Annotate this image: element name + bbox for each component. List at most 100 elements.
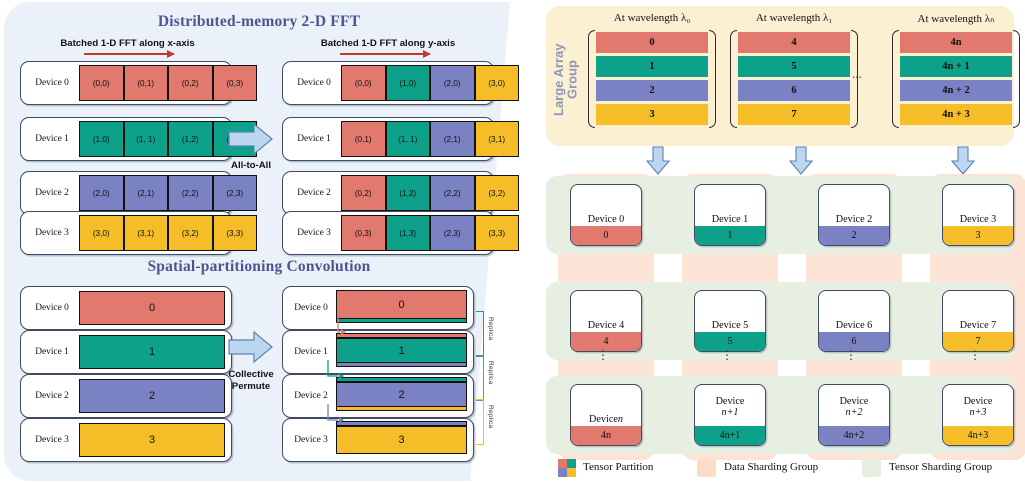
fft-cell: (2,3) [212,175,257,211]
wavelength-ellipsis: ... [852,66,862,81]
conv-halo-bottom [336,318,467,323]
fft-section-title: Distributed-memory 2-D FFT [157,13,361,30]
fft-device-label: Device 0 [297,78,331,88]
tensor-partition-quadrant [567,468,576,477]
device-card-value: 0 [571,226,641,245]
legend-label-tensor-partition: Tensor Partition [583,461,654,473]
all-to-all-arrow-icon [228,122,274,161]
fft-cell-row: (2,0)(2,1)(2,2)(2,3) [79,175,257,211]
fft-cell-row: (0,0)(1,0)(2,0)(3,0) [341,65,519,101]
collective-permute-label-line2: Permute [231,381,271,392]
device-card-value: 4n [571,426,641,445]
fft-cell: (1,2) [168,121,213,157]
fft-device-label: Device 0 [35,78,69,88]
tensor-sharding-swatch [862,459,881,477]
conv-block-after: 3 [336,426,467,454]
down-arrow-icon [645,146,671,181]
device-card-name: Device 1 [711,213,749,225]
fft-device-label: Device 3 [35,228,69,238]
all-to-all-label: All-to-All [231,160,271,171]
fft-cell: (1,3) [385,215,430,251]
device-card-value: 5 [695,332,765,351]
array-row: 3 [596,104,708,125]
fft-cell-row: (0,2)(1,2)(2,2)(3,2) [341,175,519,211]
down-arrow-icon [788,146,814,181]
fft-device-label: Device 3 [297,228,331,238]
wavelength-caption: At wavelength λ₀ [613,12,691,24]
conv-halo-top [336,421,467,426]
conv-device-label-after: Device 1 [294,347,328,357]
array-bracket-right [709,30,716,128]
fft-cell: (0,2) [168,65,213,101]
device-card-name: Device 6 [835,319,873,331]
array-row: 4n + 1 [900,56,1012,77]
device-card-value: 2 [819,226,889,245]
device-card-name: Device 0 [587,213,625,225]
replica-bracket [476,399,484,445]
large-array-group-label: Large Array Group [551,43,580,117]
legend-label-data-sharding: Data Sharding Group [724,461,819,473]
device-card-name: Device 3 [959,213,997,225]
fft-cell: (2,1) [430,121,475,157]
fft-cell: (3,2) [168,215,213,251]
fft-cell: (2,2) [168,175,213,211]
device-card-name: Device n [589,413,623,425]
collective-permute-label-line1: Collective [228,369,274,380]
fft-cell: (0,0) [341,65,386,101]
fft-device-label: Device 1 [297,134,331,144]
row-ellipsis: ⋮ [721,348,733,362]
fft-cell: (0,1) [123,65,168,101]
fft-cell: (0,3) [341,215,386,251]
fft-cell-row: (0,0)(0,1)(0,2)(0,3) [79,65,257,101]
fft-cell: (2,3) [430,215,475,251]
array-bracket-left [730,30,737,128]
fft-cell: (3,0) [79,215,124,251]
device-card-name: Device 7 [959,319,997,331]
fft-cell: (2,0) [430,65,475,101]
fft-cell-row: (0,3)(1,3)(2,3)(3,3) [341,215,519,251]
fft-cell: (3,1) [123,215,168,251]
tensor-partition-quadrant [558,468,567,477]
device-card-value: 6 [819,332,889,351]
conv-block-after: 2 [336,382,467,407]
device-card-value: 3 [943,226,1013,245]
replica-label: Replica [487,361,494,385]
device-card-value: 4n+3 [943,426,1013,445]
wavelength-caption: At wavelength λ₁ [755,12,833,24]
conv-device-label: Device 3 [35,435,69,445]
array-row: 4 [738,32,850,53]
fft-cell: (1, 1) [123,121,168,157]
conv-block: 3 [79,423,225,457]
conv-block: 2 [79,379,225,413]
fft-device-label: Device 2 [297,188,331,198]
fft-cell: (3,3) [212,215,257,251]
conv-block-after: 0 [336,290,467,319]
array-row: 0 [596,32,708,53]
device-card-value: 4n+2 [819,426,889,445]
fft-cell: (3,3) [474,215,519,251]
fft-cell: (2,0) [79,175,124,211]
fft-cell: (2,2) [430,175,475,211]
fft-device-label: Device 1 [35,134,69,144]
fft-cell: (1,2) [385,175,430,211]
device-card-name: Device 2 [835,213,873,225]
device-card-value: 7 [943,332,1013,351]
device-card-value: 4n+1 [695,426,765,445]
device-card-name: Device 5 [711,319,749,331]
conv-device-label-after: Device 2 [294,391,328,401]
fft-cell: (1,0) [385,65,430,101]
